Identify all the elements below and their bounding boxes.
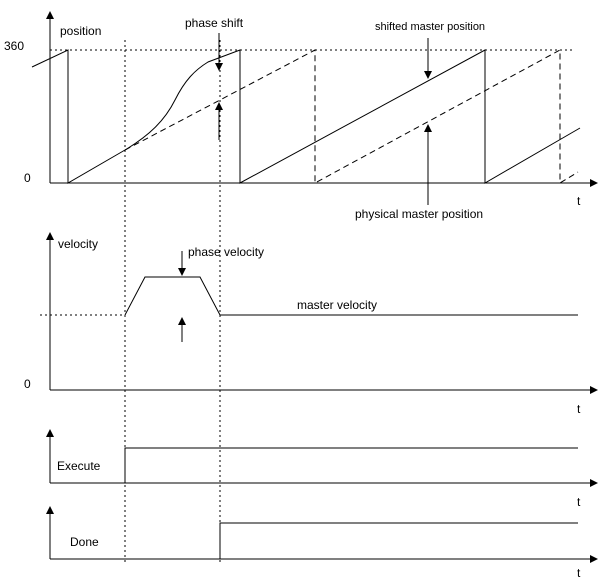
execute-label: Execute [57, 459, 101, 473]
tick-label-360: 360 [4, 39, 24, 53]
physical-master-position-curve [124, 49, 579, 184]
phase-velocity-annotation: phase velocity [188, 245, 264, 259]
master-velocity-annotation: master velocity [297, 298, 377, 312]
done-panel: Done t [46, 506, 598, 580]
position-panel: position 360 0 t phase shift shifted mas… [4, 11, 598, 221]
shifted-master-position-annotation: shifted master position [375, 21, 485, 33]
velocity-axis-label: velocity [58, 237, 98, 251]
physical-master-position-annotation: physical master position [355, 207, 483, 221]
phase-shift-annotation: phase shift [185, 16, 244, 30]
shifted-master-position-curve [31, 49, 581, 184]
velocity-time-label: t [577, 402, 581, 416]
tick-label-0: 0 [24, 171, 31, 185]
position-time-label: t [577, 194, 581, 208]
velocity-tick-label-0: 0 [24, 377, 31, 391]
execute-time-label: t [577, 495, 581, 509]
done-time-label: t [577, 566, 581, 580]
velocity-panel: velocity 0 t phase velocity master veloc… [24, 232, 598, 416]
velocity-curve [124, 276, 578, 316]
execute-signal [50, 447, 578, 484]
execute-panel: Execute t [46, 429, 598, 509]
done-signal [50, 522, 578, 560]
done-label: Done [70, 535, 99, 549]
position-axis-label: position [60, 24, 101, 38]
